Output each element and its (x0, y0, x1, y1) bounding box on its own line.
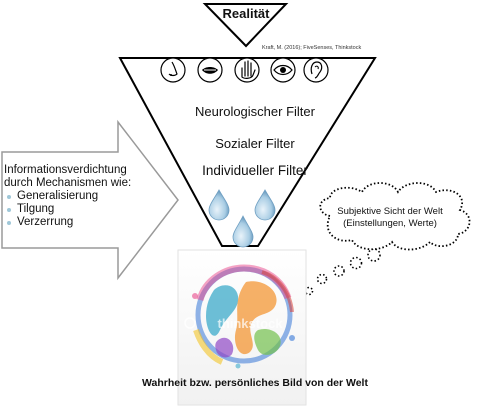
watermark: thinkstock (217, 316, 283, 331)
watermark-mark (184, 317, 196, 329)
nose-icon (160, 57, 186, 83)
bullet-generalization: Generalisierung (4, 190, 154, 203)
filter-individual: Individueller Filter (202, 163, 308, 178)
watercolor-globe (192, 264, 295, 369)
reality-title: Realität (222, 6, 270, 21)
image-credit: Kraft, M. (2016); FiveSenses, Thinkstock (262, 45, 362, 51)
filter-neurological: Neurologischer Filter (195, 104, 315, 119)
bullet-deletion: Tilgung (4, 203, 154, 216)
hand-icon (234, 57, 260, 83)
info-text: Informationsverdichtung durch Mechanisme… (4, 164, 154, 229)
bullet-dot-icon (7, 220, 11, 225)
thought-bubbles (304, 248, 381, 296)
bullet-distortion: Verzerrung (4, 216, 154, 229)
eye-icon (270, 57, 296, 83)
world-card: thinkstock (177, 249, 307, 406)
thought-cloud (319, 182, 471, 251)
bullet-dot-icon (7, 194, 11, 199)
funnel (118, 57, 377, 247)
senses-row (160, 57, 329, 83)
info-line-1: Informationsverdichtung (4, 164, 127, 176)
drops (208, 189, 276, 248)
drop-right (254, 189, 276, 221)
bullet-dot-icon (7, 207, 11, 212)
reality-triangle (202, 3, 289, 48)
drop-left (208, 189, 230, 221)
drop-center (232, 215, 254, 248)
world-caption: Wahrheit bzw. persönliches Bild von der … (142, 377, 368, 389)
info-arrow (1, 119, 179, 281)
cloud-text: Subjektive Sicht der Welt (Einstellungen… (320, 206, 460, 230)
cloud-line-1: Subjektive Sicht der Welt (337, 206, 443, 217)
mouth-icon (197, 57, 223, 83)
info-line-2: durch Mechanismen wie: (4, 177, 132, 189)
ear-icon (303, 57, 329, 83)
cloud-line-2: (Einstellungen, Werte) (343, 218, 437, 229)
filter-social: Sozialer Filter (215, 136, 295, 151)
